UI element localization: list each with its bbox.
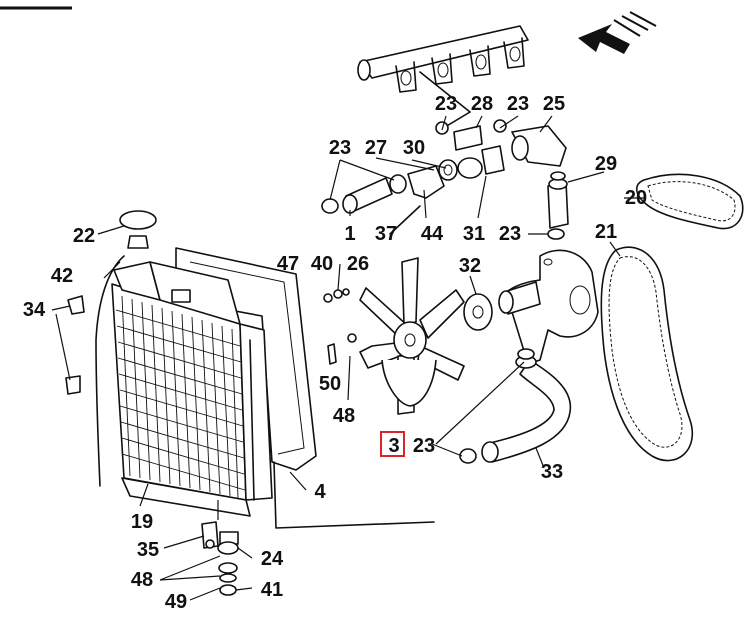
part-label: 4: [314, 481, 326, 503]
part-label: 50: [319, 373, 341, 395]
part-label: 23: [413, 435, 435, 457]
part-label: 27: [365, 137, 387, 159]
part-label: 28: [471, 93, 493, 115]
part-label: 29: [595, 153, 617, 175]
water-pump: [498, 249, 599, 365]
lower-hose-33: [435, 348, 572, 464]
part-label: 23: [507, 93, 529, 115]
radiator-19: [111, 261, 273, 517]
leader-lines: [51, 115, 644, 601]
pulley-26: [463, 293, 493, 331]
part-label: 21: [595, 221, 617, 243]
part-label: 32: [459, 255, 481, 277]
part-label: 40: [311, 253, 333, 275]
part-label: 19: [131, 511, 153, 533]
fan-blade-3: [359, 257, 465, 415]
part-label: 3: [388, 435, 399, 457]
part-label: 26: [347, 253, 369, 275]
part-label: 23: [435, 93, 457, 115]
part-label: 48: [333, 405, 355, 427]
part-label: 1: [344, 223, 355, 245]
fasteners-group: [323, 263, 357, 401]
highlight-box: [380, 431, 405, 457]
part-label: 22: [73, 225, 95, 247]
part-label: 31: [463, 223, 485, 245]
part-label: 20: [625, 187, 647, 209]
part-label: 41: [261, 579, 283, 601]
thermostat-housing: [435, 119, 567, 179]
direction-arrow-icon: [578, 11, 657, 54]
part-label: 49: [165, 591, 187, 613]
part-label: 47: [277, 253, 299, 275]
part-label: 37: [375, 223, 397, 245]
part-label: 25: [543, 93, 565, 115]
drain-and-mounts: [201, 500, 239, 596]
belt-20: [635, 173, 744, 230]
part-label: 24: [261, 548, 284, 570]
part-label: 34: [23, 299, 46, 321]
part-label: 44: [421, 223, 444, 245]
radiator-cap-22: [119, 210, 157, 249]
part-label: 42: [51, 265, 73, 287]
part-29-sleeve: [547, 171, 569, 240]
part-label: 33: [541, 461, 563, 483]
part-label: 30: [403, 137, 425, 159]
part-label: 23: [329, 137, 351, 159]
part-label: 23: [499, 223, 521, 245]
overflow-hose-32: [55, 255, 125, 487]
water-manifold: [357, 25, 529, 131]
part-label: 48: [131, 569, 153, 591]
belt-21: [600, 246, 693, 462]
part-label: 35: [137, 539, 159, 561]
